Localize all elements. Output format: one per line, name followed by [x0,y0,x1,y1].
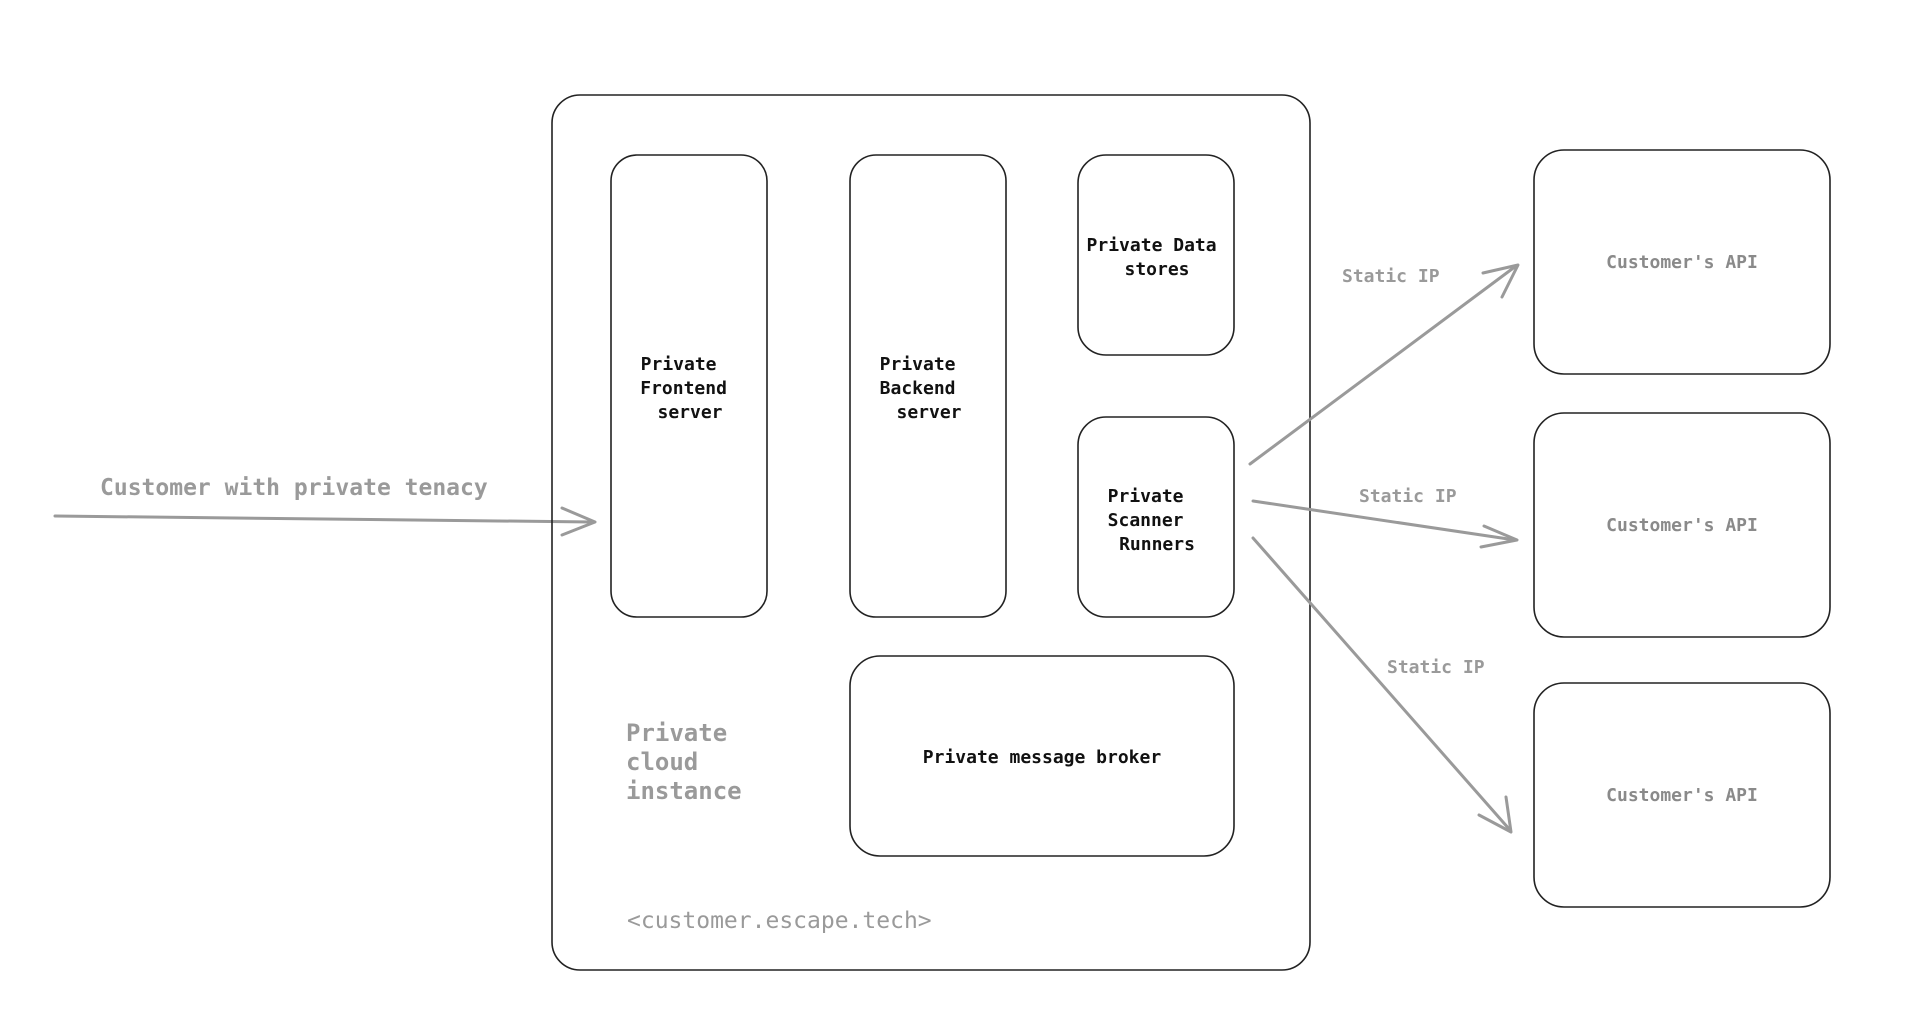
static-ip-arrow-3 [1251,536,1513,834]
static-ip-arrow-2 [1251,499,1519,549]
customer-api-label-3: Customer's API [1606,785,1758,806]
customer-api-box-2 [1533,412,1831,638]
customer-api-box-3 [1533,682,1831,908]
customer-api-label-1: Customer's API [1606,252,1758,273]
domain-label: <customer.escape.tech> [627,908,932,934]
backend-server-box [849,154,1007,618]
customer-label: Customer with private tenacy [100,475,488,501]
backend-server-label: Private Backend server [880,354,967,423]
frontend-server-label: Private Frontend server [640,354,738,423]
cloud-instance-label: Private cloud instance [626,719,742,805]
data-stores-box [1077,154,1235,356]
scanner-runners-box [1077,416,1235,618]
private-cloud-instance [551,94,1311,971]
message-broker-box [849,655,1235,857]
message-broker-label: Private message broker [923,747,1162,768]
customer-api-label-2: Customer's API [1606,515,1758,536]
scanner-runners-label: Private Scanner Runners [1108,486,1195,555]
static-ip-label-2: Static IP [1359,486,1457,507]
customer-api-box-1 [1533,149,1831,375]
data-stores-label: Private Data stores [1087,235,1228,280]
customer-arrow [53,506,597,537]
frontend-server-box [610,154,768,618]
static-ip-label-1: Static IP [1342,266,1440,287]
static-ip-label-3: Static IP [1387,657,1485,678]
static-ip-arrow-1 [1248,263,1520,466]
